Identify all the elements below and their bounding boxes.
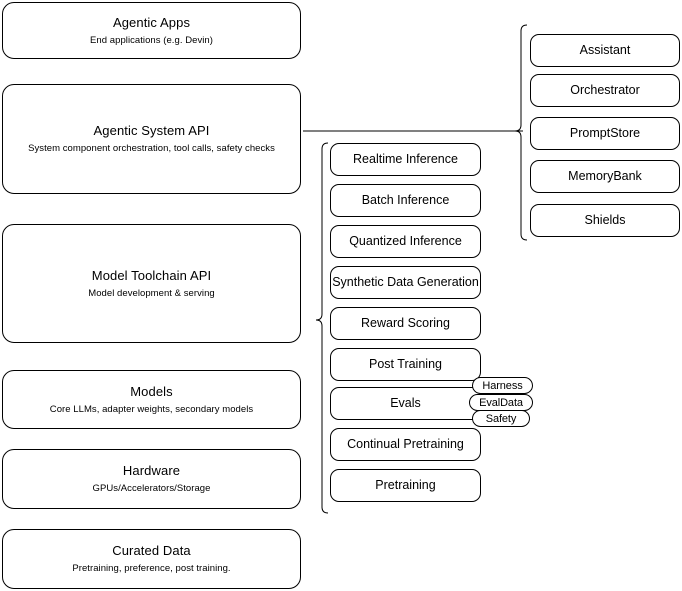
layer-title: Curated Data [112,543,191,558]
eval-subcomponent-label: EvalData [479,396,523,409]
layer-title: Agentic System API [93,123,210,138]
brace-toolchain-capabilities [315,142,329,514]
system-component-label: Assistant [579,43,631,57]
layer-card-agentic-system-api[interactable]: Agentic System API System component orch… [2,84,301,194]
layer-card-agentic-apps[interactable]: Agentic Apps End applications (e.g. Devi… [2,2,301,59]
capability-quantized-inference[interactable]: Quantized Inference [330,225,481,258]
layer-card-models[interactable]: Models Core LLMs, adapter weights, secon… [2,370,301,429]
capability-batch-inference[interactable]: Batch Inference [330,184,481,217]
layer-title: Model Toolchain API [91,267,212,283]
capability-label: Reward Scoring [361,316,450,330]
layer-subtitle: End applications (e.g. Devin) [90,34,213,46]
layer-subtitle: Core LLMs, adapter weights, secondary mo… [49,403,254,415]
system-component-label: Orchestrator [570,83,640,97]
layer-subtitle: Pretraining, preference, post training. [72,563,231,574]
capability-synthetic-data-generation[interactable]: Synthetic Data Generation [330,266,481,299]
system-component-shields[interactable]: Shields [530,204,680,237]
capability-label: Evals [390,396,421,410]
capability-label: Continual Pretraining [347,437,464,451]
capability-pretraining[interactable]: Pretraining [330,469,481,502]
layer-title: Agentic Apps [112,14,191,30]
layer-card-hardware[interactable]: Hardware GPUs/Accelerators/Storage [2,449,301,509]
capability-label: Batch Inference [361,193,450,207]
eval-subcomponent-label: Harness [482,379,523,392]
capability-label: Pretraining [375,478,436,492]
layer-title: Hardware [122,463,181,478]
layer-title: Models [130,383,173,399]
capability-label: Realtime Inference [353,152,458,166]
eval-subcomponent-evaldata[interactable]: EvalData [469,394,533,411]
layer-card-model-toolchain-api[interactable]: Model Toolchain API Model development & … [2,224,301,343]
capability-realtime-inference[interactable]: Realtime Inference [330,143,481,176]
system-component-memorybank[interactable]: MemoryBank [530,160,680,193]
eval-subcomponent-safety[interactable]: Safety [472,410,530,427]
eval-subcomponent-label: Safety [485,412,517,425]
eval-subcomponent-harness[interactable]: Harness [472,377,533,394]
brace-system-components [514,24,528,241]
layer-subtitle: GPUs/Accelerators/Storage [92,483,211,494]
capability-continual-pretraining[interactable]: Continual Pretraining [330,428,481,461]
system-component-label: MemoryBank [568,169,642,183]
capability-post-training[interactable]: Post Training [330,348,481,381]
system-component-assistant[interactable]: Assistant [530,34,680,67]
layer-subtitle: System component orchestration, tool cal… [28,143,275,154]
capability-label: Quantized Inference [349,234,462,248]
system-component-label: Shields [584,213,626,227]
system-component-promptstore[interactable]: PromptStore [530,117,680,150]
capability-reward-scoring[interactable]: Reward Scoring [330,307,481,340]
system-component-label: PromptStore [569,126,641,140]
capability-label: Synthetic Data Generation [332,275,479,289]
layer-subtitle: Model development & serving [88,287,215,299]
capability-evals[interactable]: Evals [330,387,481,420]
system-component-orchestrator[interactable]: Orchestrator [530,74,680,107]
capability-label: Post Training [369,357,442,371]
layer-card-curated-data[interactable]: Curated Data Pretraining, preference, po… [2,529,301,589]
